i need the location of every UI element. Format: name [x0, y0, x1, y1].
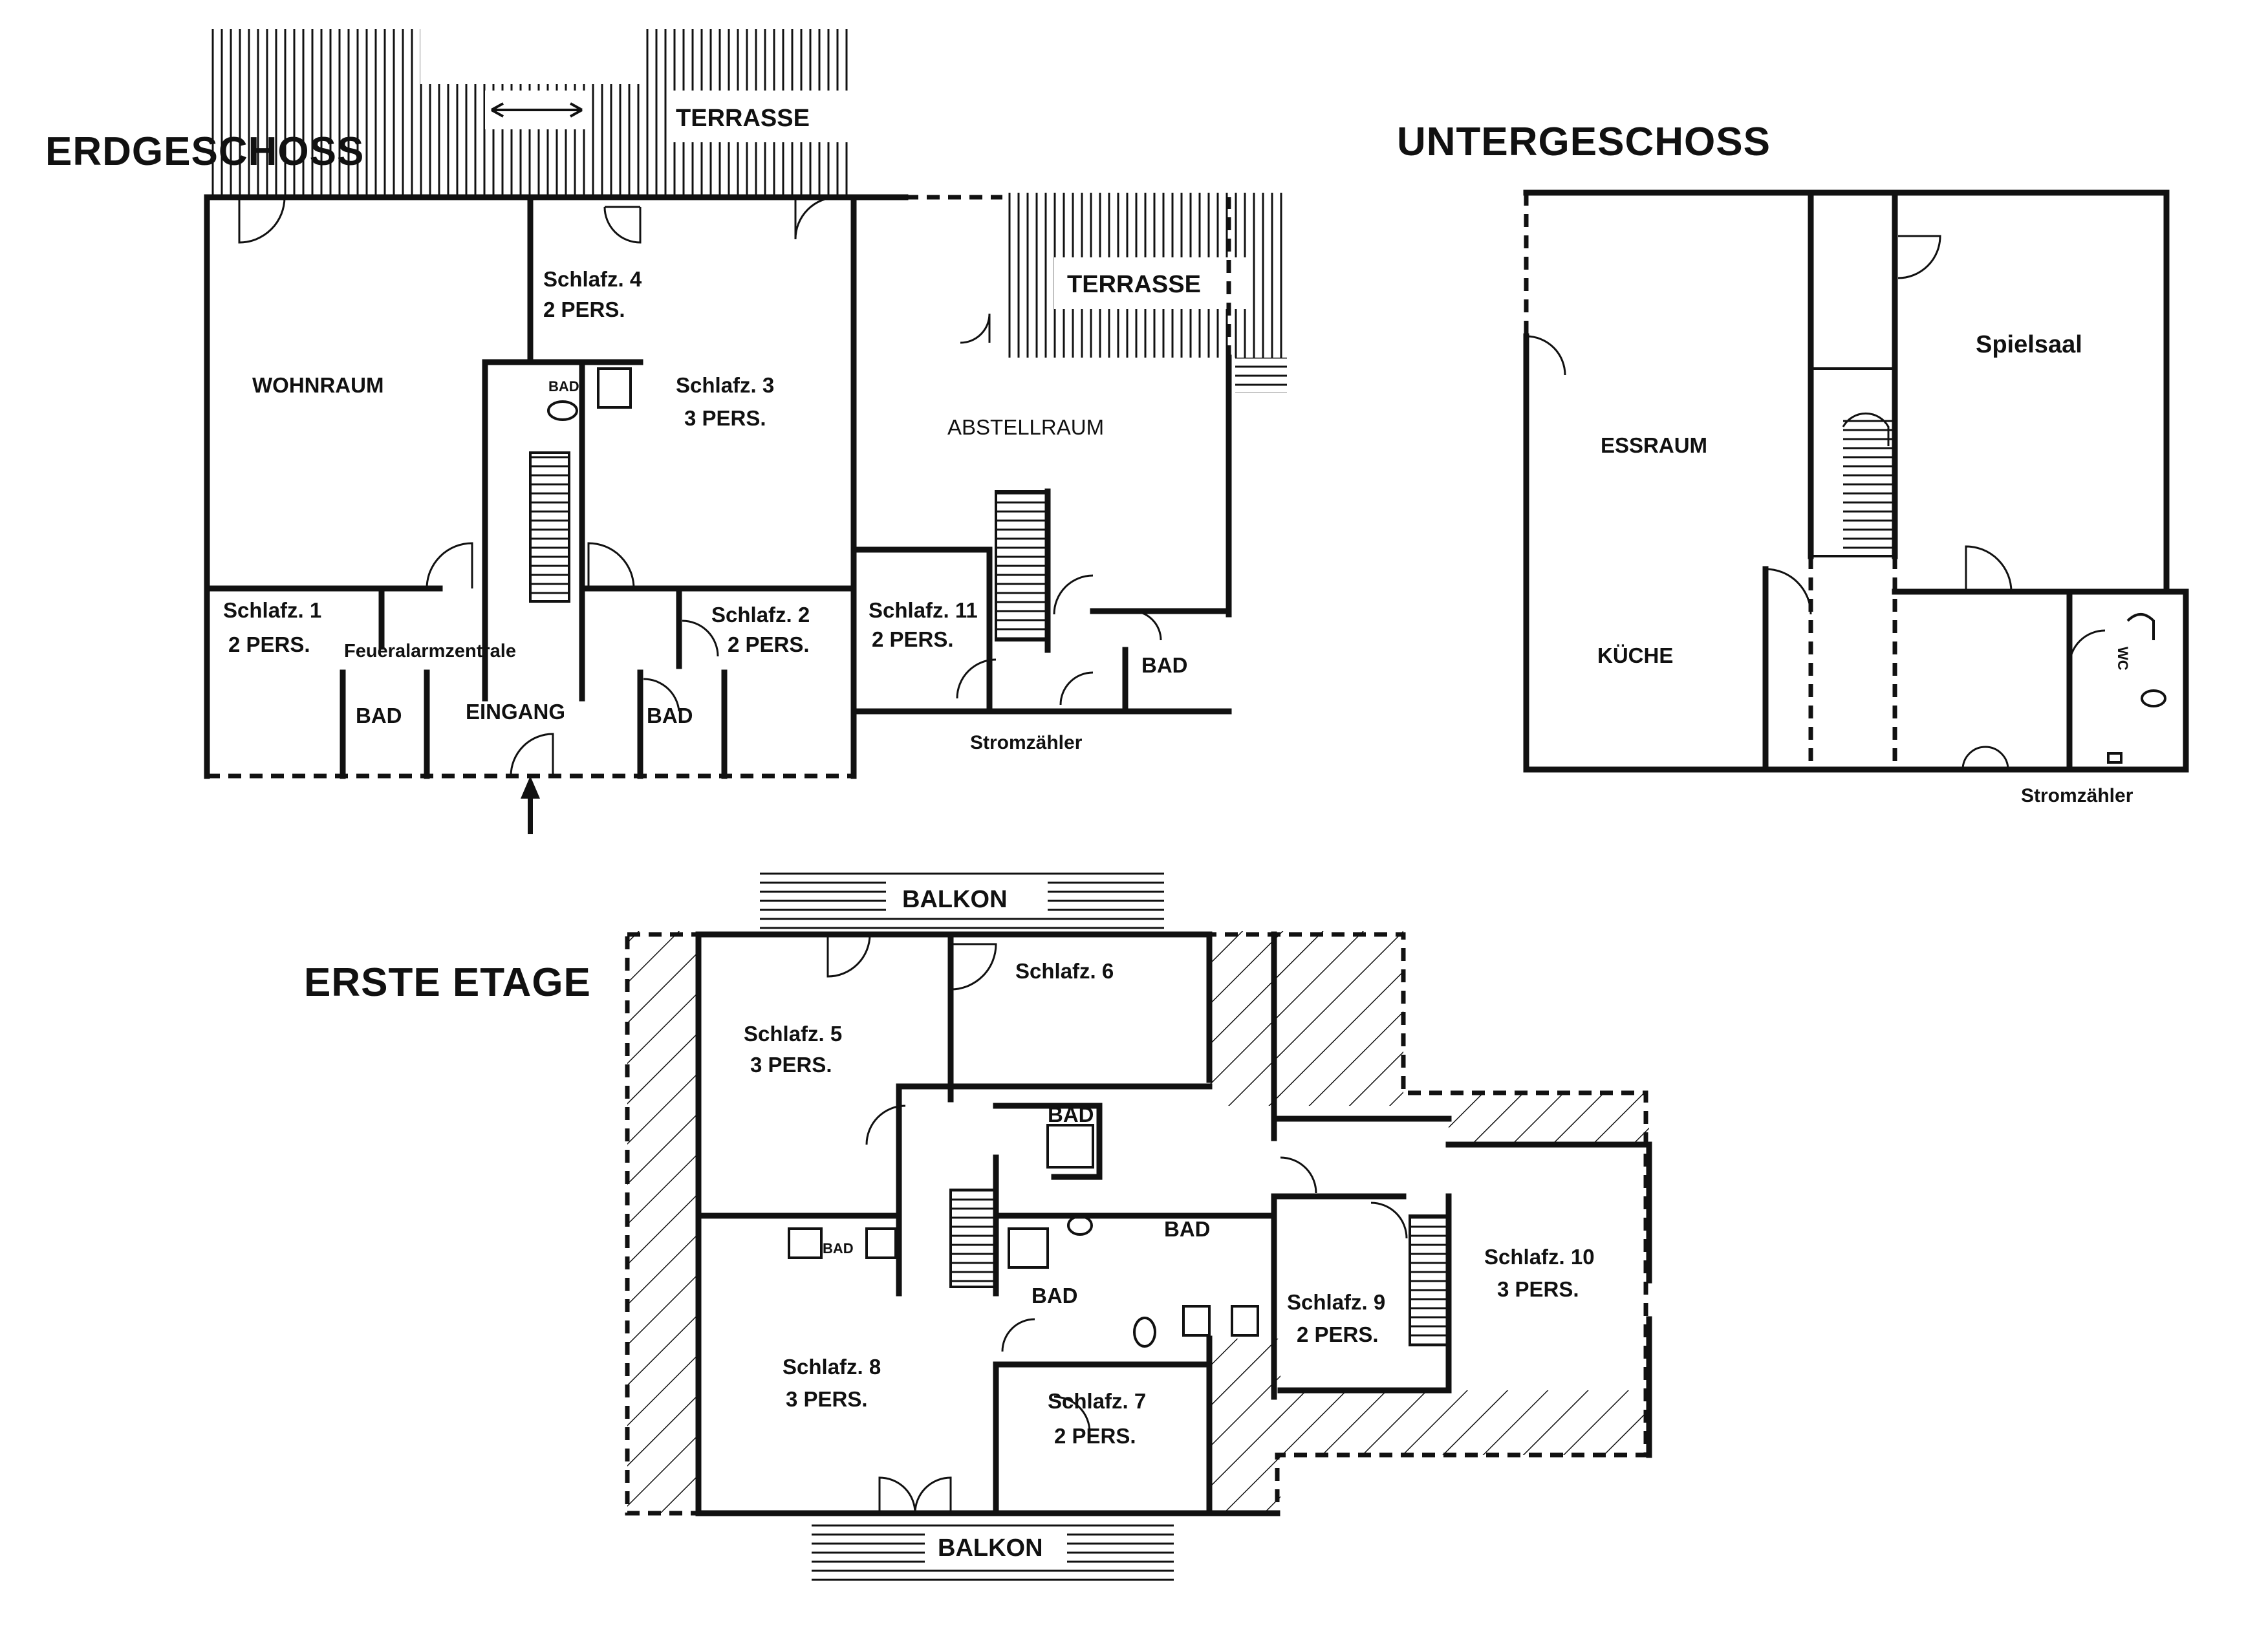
bad-left-label: BAD [356, 704, 402, 727]
balkon-bottom-label: BALKON [938, 1535, 1043, 1562]
erdgeschoss-title: ERDGESCHOSS [45, 129, 364, 174]
feueralarm-label: Feueralarmzentrale [344, 641, 516, 662]
balkon-top-label: BALKON [902, 886, 1008, 913]
abstellraum-label: ABSTELLRAUM [947, 415, 1104, 439]
bad-small-ee-label: BAD [823, 1240, 854, 1256]
schlafz4-label: Schlafz. 4 [543, 267, 642, 291]
schlafz9-label: Schlafz. 9 [1287, 1290, 1385, 1314]
erdgeschoss-plan [204, 29, 1287, 834]
erdgeschoss-stairs [529, 451, 1049, 641]
spielsaal-label: Spielsaal [1976, 331, 2082, 358]
schlafz8-label: Schlafz. 8 [783, 1355, 881, 1379]
wc-label: WC [2115, 647, 2131, 671]
schlafz3-label: Schlafz. 3 [676, 373, 774, 397]
bad-small-label: BAD [548, 378, 579, 394]
schlafz5-label: Schlafz. 5 [744, 1022, 842, 1046]
schlafz10-label: Schlafz. 10 [1484, 1245, 1595, 1269]
schlafz1-pers: 2 PERS. [228, 632, 310, 656]
erste-etage-plan [625, 867, 1652, 1581]
schlafz2-label: Schlafz. 2 [711, 603, 810, 627]
bad-right-label: BAD [1141, 653, 1188, 677]
schlafz11-label: Schlafz. 11 [869, 598, 978, 622]
stromzaehler-ug-label: Stromzähler [2021, 785, 2133, 806]
schlafz10-pers: 3 PERS. [1497, 1277, 1579, 1301]
bad-mid-label: BAD [647, 704, 693, 727]
schlafz1-label: Schlafz. 1 [223, 598, 321, 622]
schlafz3-pers: 3 PERS. [684, 406, 766, 430]
essraum-label: ESSRAUM [1601, 433, 1707, 457]
untergeschoss-title: UNTERGESCHOSS [1397, 120, 1771, 164]
bad-a-label: BAD [1048, 1103, 1094, 1126]
eingang-label: EINGANG [466, 700, 565, 724]
schlafz9-pers: 2 PERS. [1297, 1322, 1379, 1346]
terrasse-steps [1235, 358, 1287, 393]
schlafz2-pers: 2 PERS. [728, 632, 810, 656]
schlafz11-pers: 2 PERS. [872, 627, 954, 651]
stromzaehler-eg-label: Stromzähler [970, 732, 1083, 753]
terrasse-right-label: TERRASSE [1067, 271, 1201, 298]
erste-etage-title: ERSTE ETAGE [304, 960, 591, 1005]
terrasse-top-label: TERRASSE [676, 105, 810, 132]
schlafz8-pers: 3 PERS. [786, 1387, 868, 1411]
bad-c-label: BAD [1031, 1284, 1078, 1308]
bad-b-label: BAD [1164, 1217, 1211, 1241]
schlafz6-label: Schlafz. 6 [1015, 959, 1114, 983]
wohnraum-label: WOHNRAUM [252, 373, 383, 397]
terrasse-top-left [207, 29, 420, 197]
untergeschoss-plan [1523, 189, 2189, 773]
schlafz7-pers: 2 PERS. [1054, 1424, 1136, 1448]
schlafz4-pers: 2 PERS. [543, 297, 625, 321]
schlafz5-pers: 3 PERS. [750, 1053, 832, 1077]
kueche-label: KÜCHE [1597, 643, 1673, 667]
schlafz7-label: Schlafz. 7 [1048, 1389, 1146, 1413]
